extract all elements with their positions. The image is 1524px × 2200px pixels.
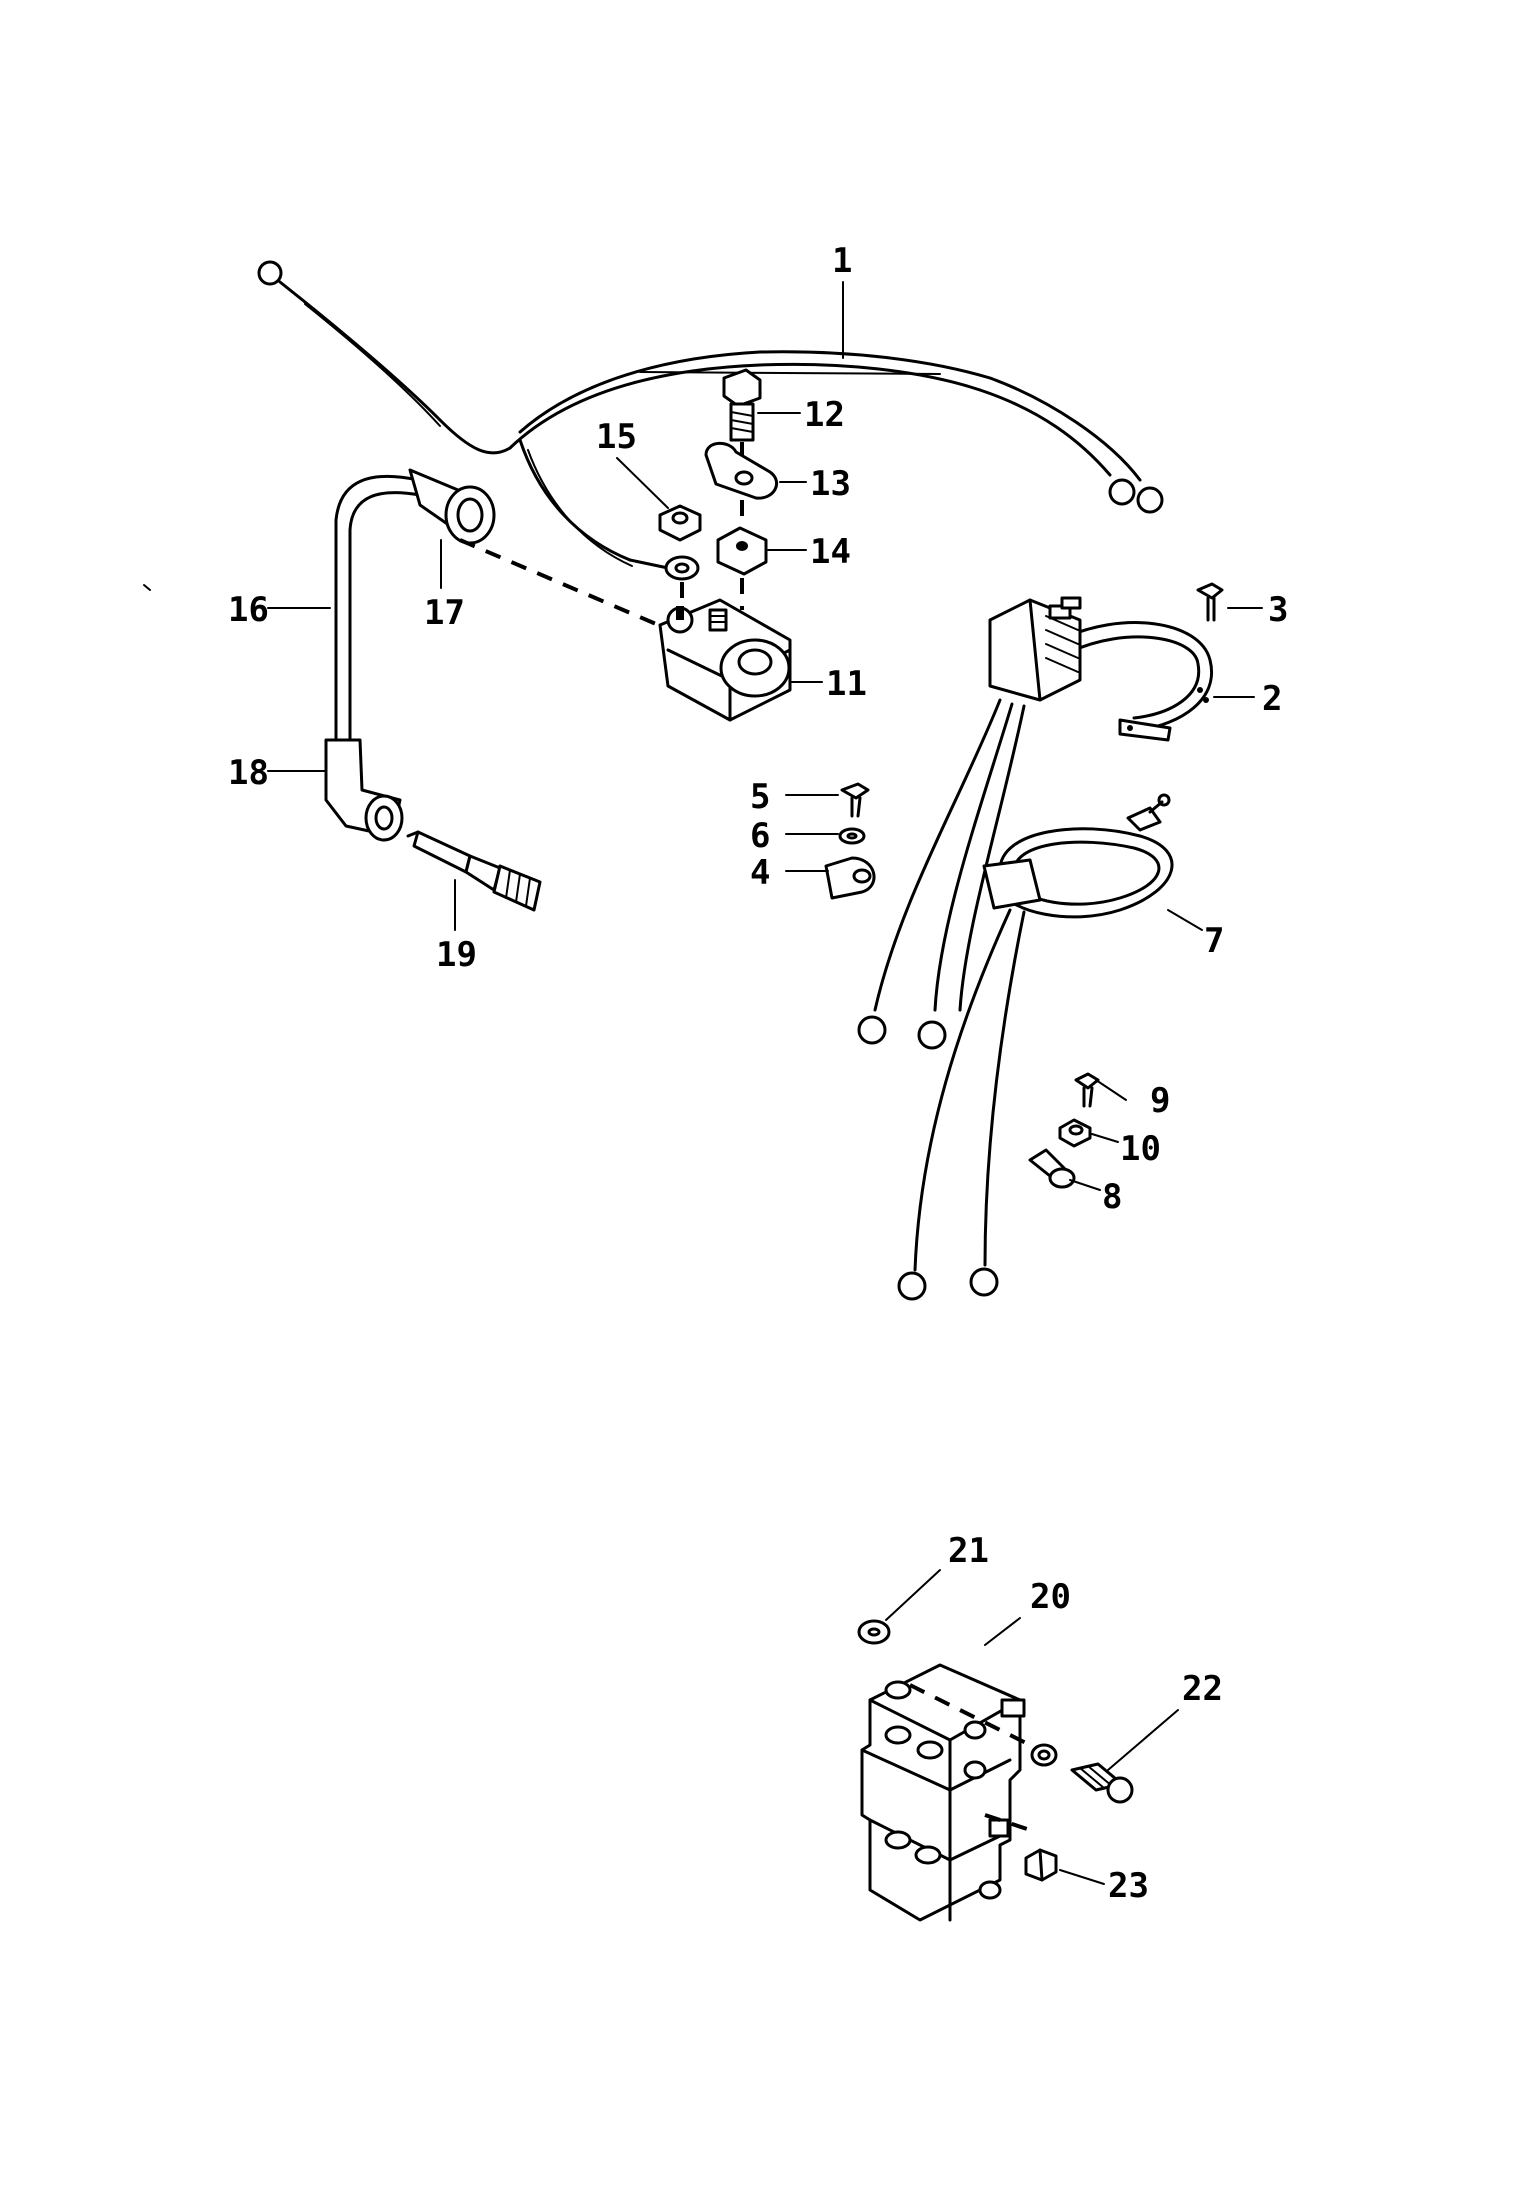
callout-23: 23 — [1108, 1866, 1149, 1906]
callout-14: 14 — [810, 532, 851, 572]
callout-9: 9 — [1150, 1081, 1170, 1121]
spark-plug-boot — [324, 738, 404, 842]
callout-3: 3 — [1268, 590, 1288, 630]
mounting-washer — [1030, 1743, 1058, 1767]
callout-8: 8 — [1102, 1177, 1122, 1217]
nut — [658, 504, 702, 542]
callout-6: 6 — [750, 816, 770, 856]
callout-20: 20 — [1030, 1577, 1071, 1617]
callout-19: 19 — [436, 935, 477, 975]
coil-boot — [408, 468, 496, 545]
trigger-screw — [1196, 582, 1224, 622]
module-washer-top — [857, 1619, 891, 1645]
high-tension-lead — [334, 474, 422, 742]
cable-clamp — [824, 856, 876, 900]
spark-plug — [406, 830, 542, 912]
ignition-coil — [658, 598, 792, 722]
lock-washer — [664, 555, 700, 610]
mounting-screw — [1070, 1762, 1134, 1804]
module-studs — [884, 1680, 1002, 1900]
charge-coil-leads — [897, 908, 1026, 1301]
callout-2: 2 — [1262, 679, 1282, 719]
module-dashed-line-upper — [909, 1683, 1031, 1747]
spacer — [716, 526, 768, 610]
clamp-screw — [840, 782, 870, 818]
callout-22: 22 — [1182, 1669, 1223, 1709]
ground-washer — [1058, 1118, 1092, 1148]
mounting-nut — [1024, 1848, 1058, 1882]
callout-18: 18 — [228, 753, 269, 793]
trigger-ring — [1058, 621, 1213, 742]
trigger-housing — [988, 596, 1082, 702]
callout-1: 1 — [832, 241, 852, 281]
clamp-washer — [838, 827, 866, 845]
wiring-harness — [257, 260, 1164, 580]
callout-7: 7 — [1204, 921, 1224, 961]
callout-16: 16 — [228, 590, 269, 630]
charge-coil — [982, 793, 1174, 919]
callout-5: 5 — [750, 777, 770, 817]
module-dashed-line-lower — [984, 1813, 1031, 1832]
callout-15: 15 — [596, 417, 637, 457]
callout-21: 21 — [948, 1531, 989, 1571]
connection-dashed-line — [459, 538, 671, 632]
ground-plate — [704, 441, 778, 525]
callout-11: 11 — [826, 664, 867, 704]
callout-17: 17 — [424, 593, 465, 633]
callout-10: 10 — [1120, 1129, 1161, 1169]
stray-mark — [143, 584, 151, 591]
leader-lines — [267, 281, 1263, 1885]
callout-13: 13 — [810, 464, 851, 504]
ground-screw — [1074, 1072, 1100, 1108]
callout-numbers: 1 2 3 4 5 6 7 8 9 10 11 12 13 14 15 16 1… — [228, 241, 1288, 1906]
screw — [722, 368, 762, 460]
callout-4: 4 — [750, 853, 770, 893]
callout-12: 12 — [804, 395, 845, 435]
switch-box — [860, 1663, 1026, 1922]
ring-terminal — [1028, 1148, 1076, 1189]
